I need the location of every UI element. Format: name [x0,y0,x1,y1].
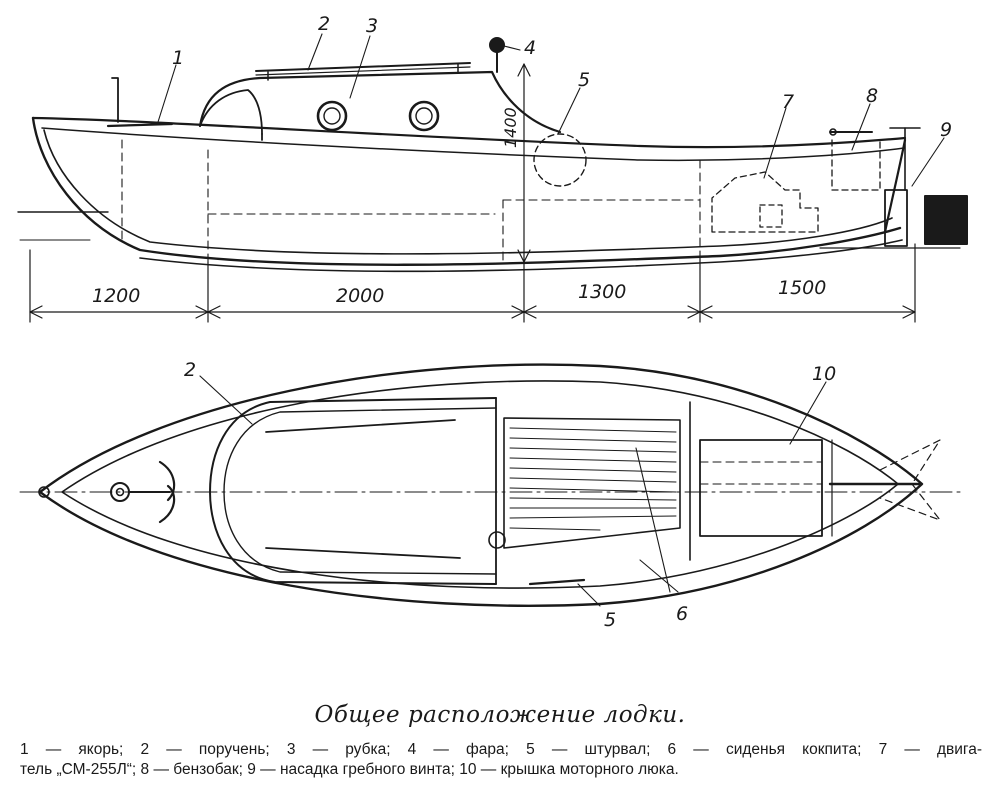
engine-block [711,171,819,233]
callout-labels: 1 2 3 4 5 7 8 9 2 10 5 6 [172,13,952,631]
gunwale [31,116,907,149]
engine-hatch [699,439,823,537]
callout-3: 3 [366,15,378,37]
hull-inner-line [43,129,893,255]
dimension-1500: 1500 [778,277,826,299]
hull-outline [31,116,902,266]
internal-lines [121,139,701,263]
callout-1: 1 [172,47,184,69]
callout-7: 7 [782,91,794,113]
plan-outboard [879,439,941,521]
leader-lines-plan [199,375,827,607]
dimension-1300: 1300 [578,281,626,303]
keel-line [139,239,903,273]
plan-outer-hull [38,363,924,607]
stern-outline [883,138,907,234]
handrail-top [255,62,471,72]
dimension-1400: 1400 [501,107,520,148]
dimension-1200: 1200 [92,285,140,307]
callout-5-side: 5 [578,69,590,91]
callout-2-side: 2 [318,13,330,35]
cabin-roof [198,70,562,134]
seat-slats [509,427,677,531]
legend-line-2: тель „СМ-255Л“; 8 — бензобак; 9 — насадк… [20,761,679,778]
callout-2-plan: 2 [184,359,196,381]
callout-10: 10 [812,363,836,385]
callout-5-plan: 5 [604,609,616,631]
headlight [489,37,505,53]
plan-wheel-hub [488,531,506,549]
plan-handrail-top [265,419,456,433]
figure-legend: 1 — якорь; 2 — поручень; 3 — рубка; 4 — … [20,740,982,780]
side-view [17,33,968,323]
cabin-windshield [199,89,263,135]
figure-caption: Общее расположение лодки. [314,702,686,728]
dimension-2000: 2000 [336,285,384,307]
callout-9: 9 [940,119,952,141]
plan-anchor-flukes [158,460,176,524]
propeller-nozzle [924,195,968,245]
steering-wheel [533,133,587,187]
leader-lines-side [157,33,945,187]
callout-4: 4 [524,37,536,59]
legend-line-1: 1 — якорь; 2 — поручень; 3 — рубка; 4 — … [20,741,982,758]
callout-6: 6 [676,603,688,625]
sheer-line [41,127,905,162]
porthole-1 [316,100,348,132]
dimension-labels: 1200 2000 1300 1500 1400 [92,107,826,307]
anchor-post [111,77,119,123]
callout-8: 8 [866,85,878,107]
fuel-tank [831,139,881,191]
cockpit-seat [503,417,681,549]
porthole-2 [408,100,440,132]
plan-view [19,363,961,607]
plan-handrail-bottom [265,547,461,559]
